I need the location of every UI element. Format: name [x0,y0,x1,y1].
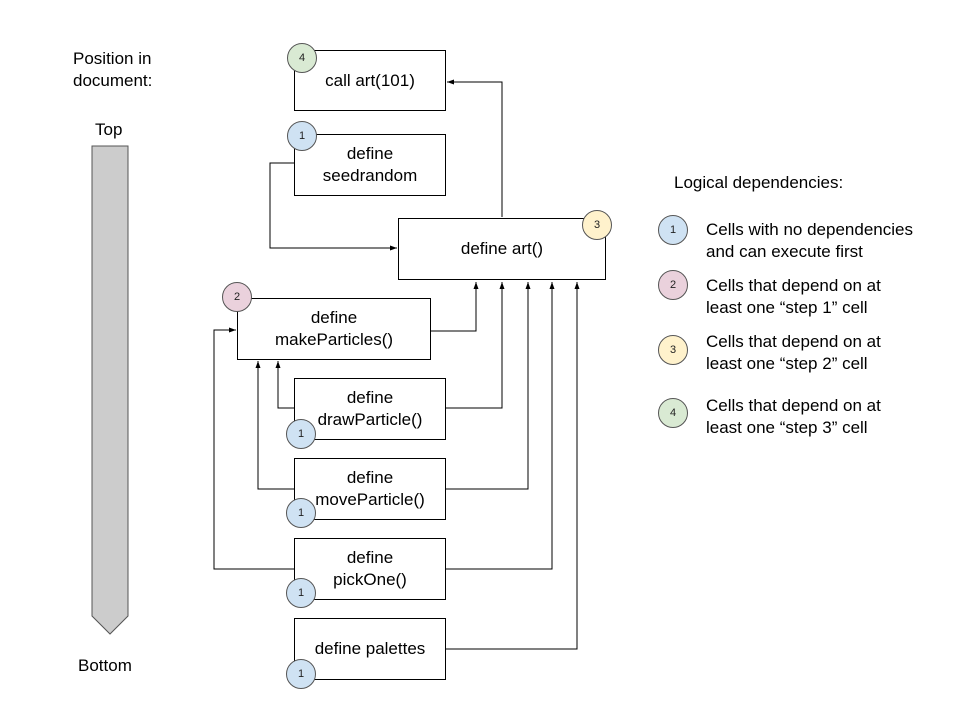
legend-item-1: Cells with no dependencies and can execu… [706,219,913,263]
cell-art: define art() [398,218,606,280]
cell-seedrandom: define seedrandom [294,134,446,196]
step-badge-pickone: 1 [286,578,316,608]
cell-pickone: define pickOne() [294,538,446,600]
cell-drawparticle-line-1: define [346,388,394,407]
position-label-line-2: document: [73,71,153,90]
document-order-arrow [91,145,129,635]
cell-moveparticle-line-1: define [346,468,394,487]
top-label: Top [95,120,123,139]
wire-pickone-to-makeparticles [213,327,294,570]
legend-badge-1: 1 [658,215,688,245]
wire-makeparticles-to-art [431,282,479,332]
legend-item-2: Cells that depend on at least one “step … [706,275,881,319]
cell-pickone-line-1: define [346,548,394,567]
legend-item-3-line-1: Cells that depend on at [706,332,881,351]
legend-item-3: Cells that depend on at least one “step … [706,331,881,375]
cell-call-art: call art(101) [294,50,446,111]
legend-item-1-line-2: and can execute first [706,242,863,261]
legend-item-4-line-1: Cells that depend on at [706,396,881,415]
cell-makeparticles: define makeParticles() [237,298,431,360]
bottom-label: Bottom [78,656,132,675]
step-badge-call-art: 4 [287,43,317,73]
legend-badge-3: 3 [658,335,688,365]
legend-title: Logical dependencies: [674,173,844,192]
wire-palettes-to-art [446,282,580,650]
cell-makeparticles-line-1: define [310,308,358,327]
cell-pickone-line-2: pickOne() [333,570,407,589]
cell-drawparticle-line-2: drawParticle() [317,410,423,429]
step-badge-makeparticles: 2 [222,282,252,312]
position-label: Position in document: [73,48,152,92]
wire-moveparticle-to-makeparticles [255,361,294,490]
wire-seedrandom-to-art [269,162,397,251]
position-label-line-1: Position in [73,49,152,68]
legend-item-2-line-2: least one “step 1” cell [706,298,868,317]
cell-call-art-line-1: call art(101) [325,70,415,90]
wire-pickone-to-art [446,282,555,570]
legend-item-1-line-1: Cells with no dependencies [706,220,913,239]
cell-moveparticle-line-2: moveParticle() [315,490,425,509]
cell-palettes: define palettes [294,618,446,680]
legend-item-3-line-2: least one “step 2” cell [706,354,868,373]
cell-palettes-line-1: define palettes [314,639,426,658]
legend-badge-2: 2 [658,270,688,300]
step-badge-moveparticle: 1 [286,498,316,528]
cell-seedrandom-line-2: seedrandom [322,166,418,185]
legend-item-4: Cells that depend on at least one “step … [706,395,881,439]
legend-badge-4: 4 [658,398,688,428]
cell-art-line-1: define art() [460,239,544,258]
step-badge-art: 3 [582,210,612,240]
wire-drawparticle-to-art [446,282,505,409]
cell-seedrandom-line-1: define [346,144,394,163]
wire-drawparticle-to-makeparticles [275,361,294,409]
cell-makeparticles-line-2: makeParticles() [274,330,394,349]
step-badge-drawparticle: 1 [286,419,316,449]
wire-moveparticle-to-art [446,282,531,490]
step-badge-seedrandom: 1 [287,121,317,151]
legend-item-4-line-2: least one “step 3” cell [706,418,868,437]
legend-item-2-line-1: Cells that depend on at [706,276,881,295]
step-badge-palettes: 1 [286,659,316,689]
cell-moveparticle: define moveParticle() [294,458,446,520]
cell-drawparticle: define drawParticle() [294,378,446,440]
wire-art-to-call-art [447,79,503,217]
